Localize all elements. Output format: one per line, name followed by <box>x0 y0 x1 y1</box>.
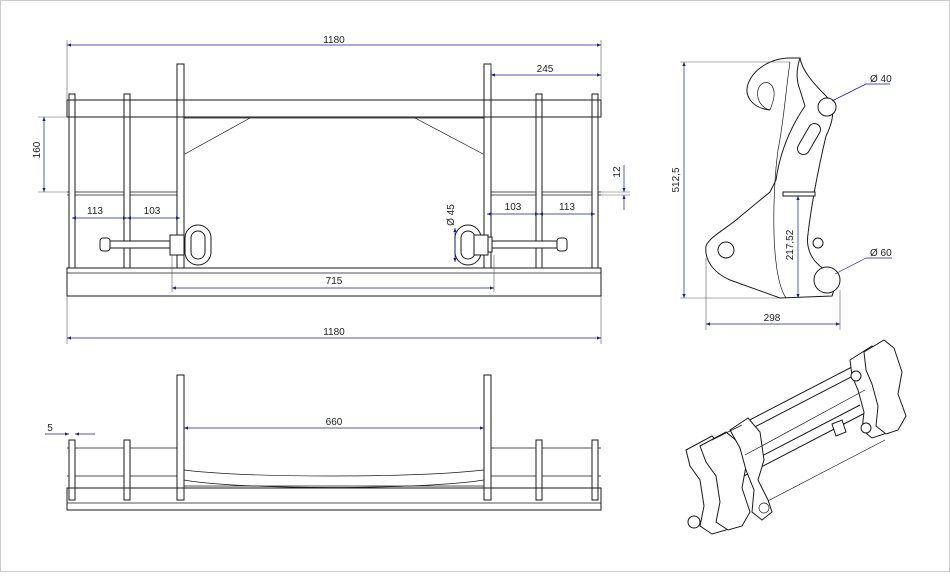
dim-hook-span: 715 <box>326 276 343 287</box>
iso-lower-pin <box>687 515 701 529</box>
bottom-view-dimensions: 660 5 <box>45 417 484 436</box>
slot <box>797 122 821 156</box>
side-dimensions: 512,5 Ø 40 Ø 60 217,52 298 <box>671 61 892 330</box>
dim-plate: 12 <box>612 166 623 178</box>
locking-pin-right <box>483 236 568 253</box>
dim-bottom-width: 1180 <box>323 327 345 338</box>
side-plate-outline <box>705 57 835 299</box>
side-pivot-hole <box>717 241 735 259</box>
front-dimensions: 1180 245 160 12 113 103 103 113 <box>32 35 630 344</box>
dim-left-b: 103 <box>144 206 161 217</box>
dim-left-a: 113 <box>87 206 103 217</box>
pull-ring-right <box>454 224 489 266</box>
slot-marker <box>782 191 816 197</box>
dim-inner-span: 660 <box>326 417 343 428</box>
dim-top-pin: Ø 40 <box>870 74 892 85</box>
bottom-pin <box>813 266 841 294</box>
dim-ring-diameter: Ø 45 <box>446 204 457 226</box>
dim-right-b: 113 <box>559 202 575 213</box>
top-crossbar <box>66 99 602 118</box>
dim-right-offset: 245 <box>537 64 554 75</box>
dim-height: 160 <box>32 141 43 158</box>
front-view: 1180 245 160 12 113 103 103 113 <box>32 35 630 344</box>
dim-side-depth: 298 <box>764 313 781 324</box>
dim-side-height: 512,5 <box>671 167 682 192</box>
dim-edge: 5 <box>47 423 53 434</box>
iso-lock-pin <box>831 419 847 437</box>
dim-top-width: 1180 <box>323 35 345 46</box>
lock-knob <box>812 237 824 249</box>
pull-ring-left <box>184 224 212 266</box>
dim-hole-height: 217,52 <box>785 229 796 260</box>
bottom-crossbar <box>66 267 602 297</box>
dim-right-a: 103 <box>505 202 522 213</box>
iso-left-plate-rear <box>729 417 773 521</box>
isometric-view <box>685 339 907 535</box>
bottom-view: 660 5 <box>45 374 602 511</box>
bottom-view-base <box>66 487 602 511</box>
top-pin <box>817 97 837 117</box>
vertical-plates <box>68 63 599 269</box>
side-view: 512,5 Ø 40 Ø 60 217,52 298 <box>671 57 892 330</box>
bottom-view-plates <box>68 374 599 501</box>
dim-bottom-pin: Ø 60 <box>870 248 892 259</box>
